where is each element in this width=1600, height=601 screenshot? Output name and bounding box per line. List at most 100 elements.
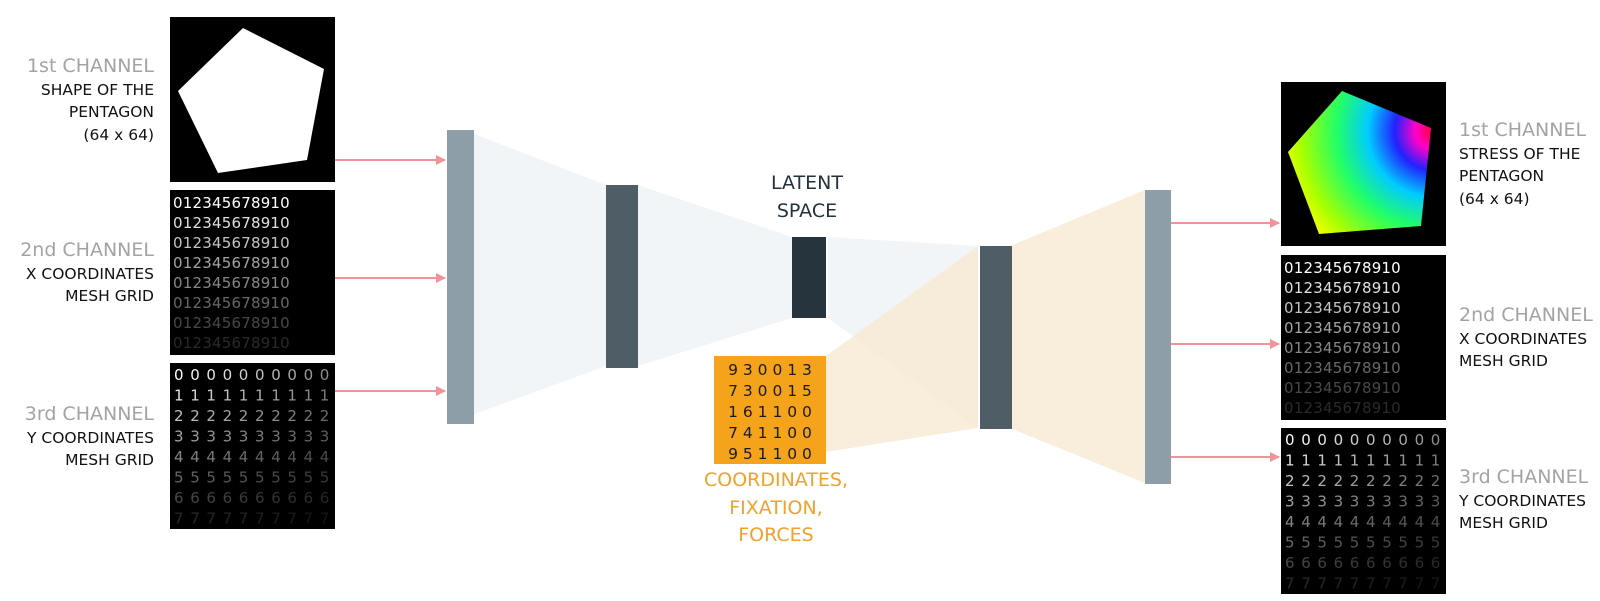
y-grid-digit: 0 (287, 366, 297, 384)
y-grid-digit: 2 (1382, 472, 1392, 490)
label-line: Y COORDINATES (1459, 491, 1586, 510)
y-grid-digit: 7 (190, 510, 200, 528)
y-grid-digit: 6 (190, 489, 200, 507)
x-grid-row: 012345678910 (173, 274, 290, 292)
y-grid-digit: 7 (1350, 575, 1360, 593)
x-grid-row: 012345678910 (1284, 359, 1401, 377)
y-grid-digit: 6 (1317, 554, 1327, 572)
y-grid-digit: 6 (1350, 554, 1360, 572)
input-y-grid-image (170, 363, 335, 529)
y-grid-digit: 0 (255, 366, 265, 384)
latent-line: SPACE (776, 199, 838, 222)
x-grid-row: 012345678910 (1284, 339, 1401, 357)
input-x-grid-digits: 012345678910 012345678910 012345678910 0123… (173, 194, 290, 352)
y-grid-digit: 0 (1366, 431, 1376, 449)
x-grid-row: 012345678910 (1284, 379, 1401, 397)
y-grid-digit: 0 (1415, 431, 1425, 449)
y-grid-digit: 2 (239, 407, 249, 425)
y-grid-digit: 3 (1301, 493, 1311, 511)
matrix-row: 1 6 1 1 0 0 (728, 403, 812, 421)
y-grid-digit: 7 (1398, 575, 1408, 593)
y-grid-digit: 3 (271, 428, 281, 446)
y-grid-digit: 3 (223, 428, 233, 446)
left-label-channel-3: 3rd CHANNEL Y COORDINATES MESH GRID (0, 402, 154, 472)
label-line: MESH GRID (1459, 352, 1548, 371)
y-grid-digit: 7 (287, 510, 297, 528)
right-label-channel-1: 1st CHANNEL STRESS OF THE PENTAGON (64 x… (1459, 118, 1599, 210)
y-grid-digit: 5 (320, 469, 330, 487)
y-grid-digit: 7 (223, 510, 233, 528)
y-grid-digit: 0 (1334, 431, 1344, 449)
y-grid-digit: 3 (1285, 493, 1295, 511)
y-grid-digit: 3 (1431, 493, 1441, 511)
y-grid-digit: 3 (304, 428, 314, 446)
left-label-channel-2: 2nd CHANNEL X COORDINATES MESH GRID (0, 238, 154, 308)
y-grid-digit: 7 (239, 510, 249, 528)
y-grid-digit: 5 (1398, 534, 1408, 552)
y-grid-digit: 6 (1334, 554, 1344, 572)
y-grid-digit: 2 (304, 407, 314, 425)
y-grid-digit: 3 (239, 428, 249, 446)
y-grid-digit: 1 (1366, 452, 1376, 470)
label-line: MESH GRID (1459, 514, 1548, 533)
x-grid-row: 012345678910 (1284, 319, 1401, 337)
y-grid-digit: 4 (1317, 513, 1327, 531)
y-grid-digit: 1 (1285, 452, 1295, 470)
y-grid-digit: 3 (1317, 493, 1327, 511)
y-grid-digit: 7 (255, 510, 265, 528)
y-grid-digit: 1 (1382, 452, 1392, 470)
y-grid-digit: 1 (320, 387, 330, 405)
latent-space-label: LATENT SPACE (742, 170, 872, 225)
y-grid-digit: 5 (271, 469, 281, 487)
channel-title: 1st CHANNEL (1459, 119, 1587, 141)
y-grid-digit: 3 (1398, 493, 1408, 511)
y-grid-digit: 2 (255, 407, 265, 425)
label-line: MESH GRID (65, 451, 154, 470)
encoder-layer-1 (447, 130, 474, 424)
y-grid-digit: 5 (223, 469, 233, 487)
label-line: STRESS OF THE (1459, 144, 1581, 163)
label-line: X COORDINATES (1459, 329, 1588, 348)
y-grid-digit: 5 (304, 469, 314, 487)
y-grid-digit: 2 (1431, 472, 1441, 490)
y-grid-digit: 0 (190, 366, 200, 384)
encoder-funnel-inner (638, 185, 792, 366)
x-grid-row: 012345678910 (173, 234, 290, 252)
y-grid-digit: 6 (239, 489, 249, 507)
y-grid-digit: 1 (190, 387, 200, 405)
y-grid-digit: 1 (287, 387, 297, 405)
y-grid-digit: 6 (271, 489, 281, 507)
y-grid-digit: 6 (174, 489, 184, 507)
y-grid-digit: 1 (206, 387, 216, 405)
y-grid-digit: 6 (1415, 554, 1425, 572)
label-line: X COORDINATES (25, 264, 154, 283)
y-grid-digit: 7 (1431, 575, 1441, 593)
x-grid-row: 012345678910 (173, 334, 290, 352)
y-grid-digit: 7 (1334, 575, 1344, 593)
decoder-funnel-outer (1010, 190, 1145, 483)
y-grid-digit: 4 (255, 448, 265, 466)
y-grid-digit: 4 (1415, 513, 1425, 531)
pentagon-shape (178, 28, 324, 173)
extra-inputs-line: COORDINATES, (703, 469, 849, 491)
y-grid-digit: 5 (1334, 534, 1344, 552)
y-grid-digit: 3 (1382, 493, 1392, 511)
x-grid-row: 012345678910 (173, 194, 290, 212)
y-grid-digit: 0 (223, 366, 233, 384)
extra-inputs-line: FORCES (738, 524, 814, 547)
y-grid-digit: 3 (320, 428, 330, 446)
y-grid-digit: 0 (1301, 431, 1311, 449)
y-grid-digit: 6 (1431, 554, 1441, 572)
y-grid-digit: 4 (320, 448, 330, 466)
y-grid-digit: 6 (1285, 554, 1295, 572)
y-grid-digit: 0 (239, 366, 249, 384)
y-grid-digit: 2 (1301, 472, 1311, 490)
y-grid-digit: 2 (223, 407, 233, 425)
y-grid-digit: 4 (1350, 513, 1360, 531)
y-grid-digit: 4 (206, 448, 216, 466)
channel-title: 3rd CHANNEL (1459, 466, 1589, 488)
x-grid-row: 012345678910 (173, 214, 290, 232)
y-grid-digit: 7 (1317, 575, 1327, 593)
y-grid-digit: 3 (1350, 493, 1360, 511)
